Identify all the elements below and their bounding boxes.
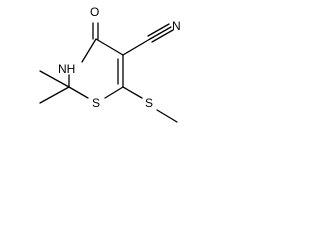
- bond-s-methyl: [156, 109, 178, 123]
- bond-n3-c4: [81, 38, 97, 63]
- bond-cn-triple-3: [151, 29, 174, 43]
- bond-cn-triple-2: [147, 23, 170, 37]
- bond-s1-c2: [68, 86, 89, 99]
- bond-c5-cn: [122, 38, 151, 56]
- bond-cn-triple-1: [149, 26, 172, 40]
- bond-c4-c5: [95, 38, 124, 56]
- methylthio-sulfur-label: S: [145, 96, 153, 110]
- bond-c6-s1: [104, 86, 124, 99]
- bond-c2-methyl-upper: [39, 70, 70, 88]
- ring-sulfur-label: S: [92, 96, 100, 110]
- structure-canvas: O N NH S S: [0, 0, 188, 171]
- molecule-structure: O N NH S S: [39, 5, 181, 123]
- nitrile-nitrogen-label: N: [172, 19, 181, 33]
- nh-label: NH: [58, 62, 75, 76]
- bond-c6-s-methylthio: [122, 86, 143, 99]
- bond-c2-methyl-lower: [39, 86, 70, 104]
- oxygen-label: O: [90, 5, 99, 19]
